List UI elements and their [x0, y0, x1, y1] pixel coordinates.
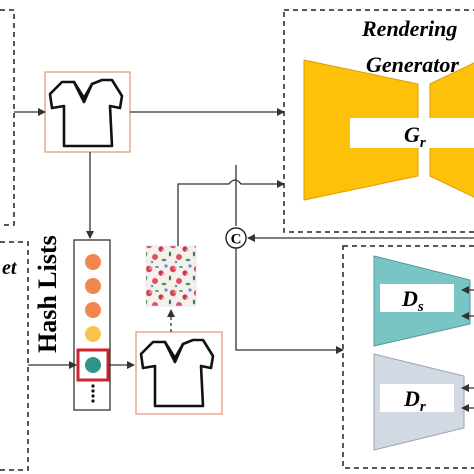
hash-entry-3 [85, 302, 101, 318]
dr-label-band [380, 384, 454, 412]
ds-label-band [380, 284, 454, 312]
dr-symbol: Dr [403, 386, 426, 415]
hash-entry-2 [85, 278, 101, 294]
concat-symbol: C [231, 232, 242, 248]
hash-lists-title: Hash Lists [33, 235, 62, 353]
texture-to-generator-arrow [177, 179, 285, 246]
generator-symbol: Gr [404, 122, 426, 151]
generator-label-band [350, 118, 474, 148]
hash-entry-1 [85, 254, 101, 270]
hash-list-ellipsis [91, 384, 95, 403]
hash-entry-selected [85, 357, 101, 373]
retrieved-shirt-sketch-icon [139, 338, 215, 408]
shirt-sketch-icon [48, 78, 124, 148]
ds-symbol: Ds [401, 286, 424, 315]
rendering-generator-panel [283, 9, 474, 233]
floral-texture-image [145, 245, 197, 307]
rendering-generator-title-line2: Generator [366, 52, 459, 77]
left-panel-label-fragment: et [2, 257, 18, 279]
left-panel-top-border [0, 9, 15, 226]
rendering-generator-title-line1: Rendering [361, 16, 457, 41]
sketch-frame-top [44, 71, 131, 153]
hash-entry-4 [85, 326, 101, 342]
discriminator-panel [342, 245, 474, 469]
concat-to-discriminator-arrow [235, 248, 344, 354]
left-panel-bottom-border [0, 241, 29, 471]
